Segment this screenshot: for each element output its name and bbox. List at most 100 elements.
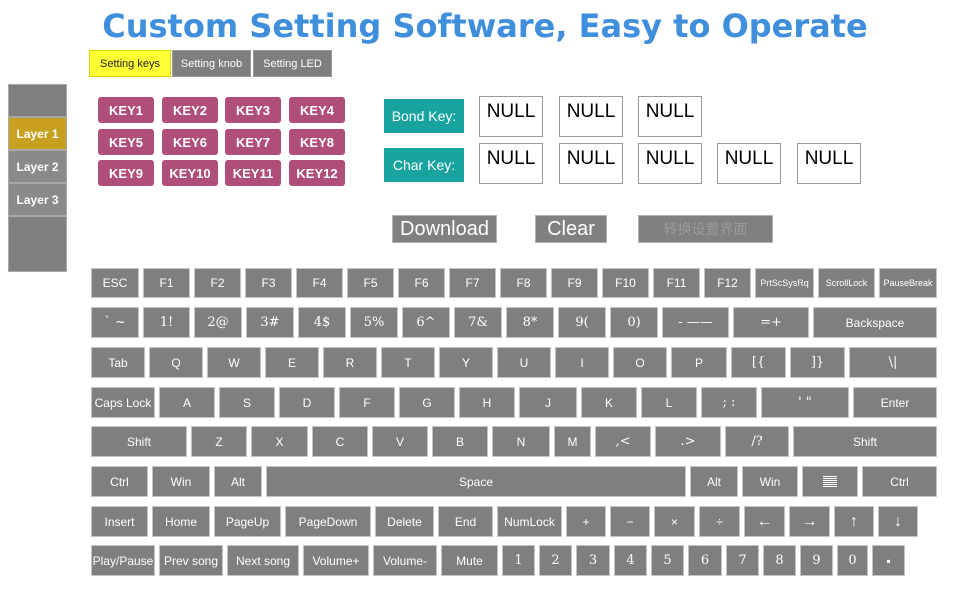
key-num-1[interactable]: 1 [502,545,535,576]
key-i[interactable]: I [555,347,609,378]
char-key-slot-2[interactable]: NULL [559,143,623,184]
key-4[interactable]: 4$ [298,307,346,338]
key-arrow-right[interactable]: → [789,506,830,537]
key-delete[interactable]: Delete [375,506,434,537]
key-home[interactable]: Home [152,506,210,537]
key-num-6[interactable]: 6 [688,545,722,576]
key-num-2[interactable]: 2 [539,545,572,576]
key-num-5[interactable]: 5 [651,545,684,576]
key-mute[interactable]: Mute [441,545,498,576]
key-7[interactable]: 7& [454,307,502,338]
key-semicolon[interactable]: ; : [701,387,757,418]
key-f5[interactable]: F5 [347,268,394,298]
bond-key-slot-1[interactable]: NULL [479,96,543,137]
key-left-shift[interactable]: Shift [91,426,187,457]
key-menu[interactable] [802,466,858,497]
key-enter[interactable]: Enter [853,387,937,418]
layer-3-button[interactable]: Layer 3 [8,183,67,216]
key-right-ctrl[interactable]: Ctrl [862,466,937,497]
key-m[interactable]: M [554,426,591,457]
download-button[interactable]: Download [392,215,497,243]
key-prev-song[interactable]: Prev song [159,545,223,576]
custom-key-8[interactable]: KEY8 [289,129,345,155]
tab-setting-keys[interactable]: Setting keys [89,50,171,77]
key-left-ctrl[interactable]: Ctrl [91,466,148,497]
key-a[interactable]: A [159,387,215,418]
key-num-3[interactable]: 3 [576,545,610,576]
layer-1-button[interactable]: Layer 1 [8,117,67,150]
key-right-win[interactable]: Win [742,466,798,497]
custom-key-9[interactable]: KEY9 [98,160,154,186]
key-scrolllock[interactable]: ScrollLock [818,268,875,298]
key-num-4[interactable]: 4 [614,545,647,576]
custom-key-6[interactable]: KEY6 [162,129,218,155]
key-c[interactable]: C [312,426,368,457]
key-num-divide[interactable]: ÷ [699,506,740,537]
key-quote[interactable]: ' " [761,387,849,418]
key-u[interactable]: U [497,347,551,378]
key-backslash[interactable]: \| [849,347,937,378]
custom-key-11[interactable]: KEY11 [225,160,281,186]
key-pagedown[interactable]: PageDown [285,506,371,537]
clear-button[interactable]: Clear [535,215,607,243]
key-h[interactable]: H [459,387,515,418]
key-next-song[interactable]: Next song [227,545,299,576]
key-arrow-left[interactable]: ← [744,506,785,537]
key-numlock[interactable]: NumLock [497,506,562,537]
key-g[interactable]: G [399,387,455,418]
key-end[interactable]: End [438,506,493,537]
key-arrow-up[interactable]: ↑ [834,506,874,537]
key-z[interactable]: Z [191,426,247,457]
key-minus[interactable]: - —— [662,307,729,338]
key-y[interactable]: Y [439,347,493,378]
key-j[interactable]: J [519,387,577,418]
key-2[interactable]: 2@ [194,307,242,338]
key-pausebreak[interactable]: PauseBreak [879,268,937,298]
key-w[interactable]: W [207,347,261,378]
char-key-slot-4[interactable]: NULL [717,143,781,184]
custom-key-2[interactable]: KEY2 [162,97,218,123]
key-right-alt[interactable]: Alt [690,466,738,497]
custom-key-4[interactable]: KEY4 [289,97,345,123]
key-comma[interactable]: ,< [595,426,651,457]
custom-key-1[interactable]: KEY1 [98,97,154,123]
key-tab[interactable]: Tab [91,347,145,378]
tab-setting-led[interactable]: Setting LED [253,50,332,77]
custom-key-12[interactable]: KEY12 [289,160,345,186]
key-0[interactable]: 0) [610,307,658,338]
key-pageup[interactable]: PageUp [214,506,281,537]
disabled-button[interactable]: 转换设置界面 [638,215,773,243]
custom-key-5[interactable]: KEY5 [98,129,154,155]
key-backspace[interactable]: Backspace [813,307,937,338]
char-key-slot-1[interactable]: NULL [479,143,543,184]
custom-key-7[interactable]: KEY7 [225,129,281,155]
key-r[interactable]: R [323,347,377,378]
key-insert[interactable]: Insert [91,506,148,537]
key-left-alt[interactable]: Alt [214,466,262,497]
key-f9[interactable]: F9 [551,268,598,298]
key-f4[interactable]: F4 [296,268,343,298]
key-t[interactable]: T [381,347,435,378]
key-f12[interactable]: F12 [704,268,751,298]
char-key-slot-5[interactable]: NULL [797,143,861,184]
key-left-win[interactable]: Win [152,466,210,497]
key-period[interactable]: .> [655,426,721,457]
key-num-0[interactable]: 0 [837,545,868,576]
key-v[interactable]: V [372,426,428,457]
key-n[interactable]: N [492,426,550,457]
key-f1[interactable]: F1 [143,268,190,298]
key-d[interactable]: D [279,387,335,418]
key-p[interactable]: P [671,347,727,378]
key-f2[interactable]: F2 [194,268,241,298]
key-esc[interactable]: ESC [91,268,139,298]
key-right-shift[interactable]: Shift [793,426,937,457]
key-9[interactable]: 9( [558,307,606,338]
key-space[interactable]: Space [266,466,686,497]
key-f6[interactable]: F6 [398,268,445,298]
key-s[interactable]: S [219,387,275,418]
char-key-slot-3[interactable]: NULL [638,143,702,184]
key-num-7[interactable]: 7 [726,545,759,576]
key-5[interactable]: 5% [350,307,398,338]
key-backtick[interactable]: ` ~ [91,307,139,338]
key-left-bracket[interactable]: [{ [731,347,786,378]
